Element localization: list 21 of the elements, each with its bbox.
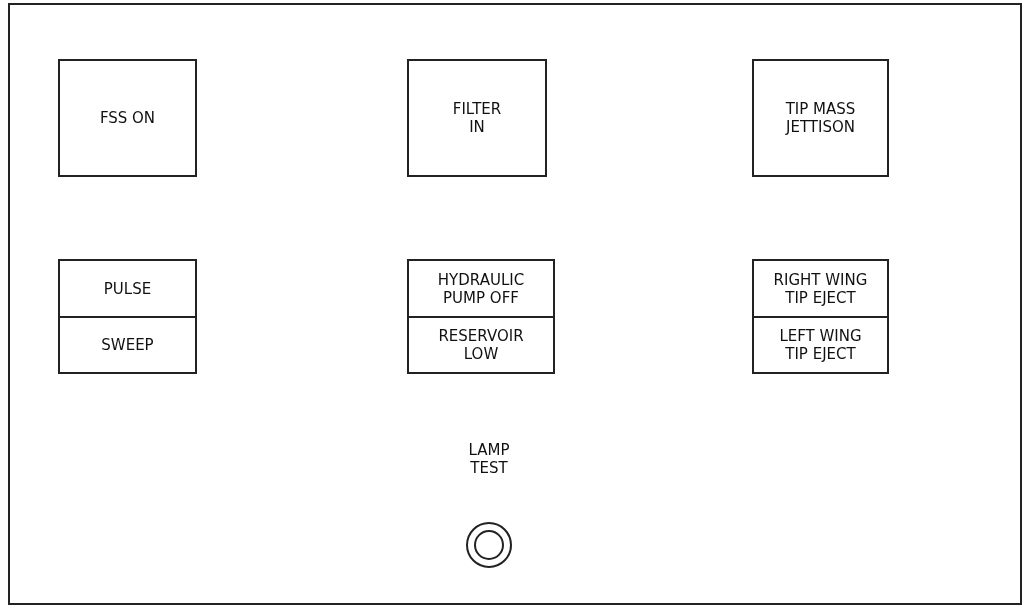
- indicator-light: [752, 59, 889, 177]
- indicator-legend: RESERVOIR LOW: [426, 327, 536, 363]
- lamp-test-button: [465, 521, 513, 569]
- indicator-light: [752, 259, 889, 318]
- indicator-legend: LEFT WING TIP EJECT: [770, 327, 871, 363]
- button-label: LAMP TEST: [467, 441, 511, 477]
- indicator-legend: FILTER IN: [447, 100, 507, 136]
- indicator-legend: HYDRAULIC PUMP OFF: [426, 270, 536, 307]
- indicator-light: [407, 259, 555, 318]
- indicator-legend: RIGHT WING TIP EJECT: [765, 270, 876, 307]
- indicator-light: [407, 316, 555, 374]
- indicator-light: [58, 59, 197, 177]
- indicator-light: [58, 259, 197, 318]
- indicator-light: [407, 59, 547, 177]
- indicator-light: [752, 316, 889, 374]
- indicator-legend: FSS ON: [99, 109, 156, 127]
- panel-frame: [8, 3, 1022, 605]
- indicator-legend: SWEEP: [101, 336, 154, 354]
- indicator-light: [58, 316, 197, 374]
- indicator-legend: PULSE: [103, 279, 152, 298]
- indicator-legend: TIP MASS JETTISON: [780, 100, 861, 136]
